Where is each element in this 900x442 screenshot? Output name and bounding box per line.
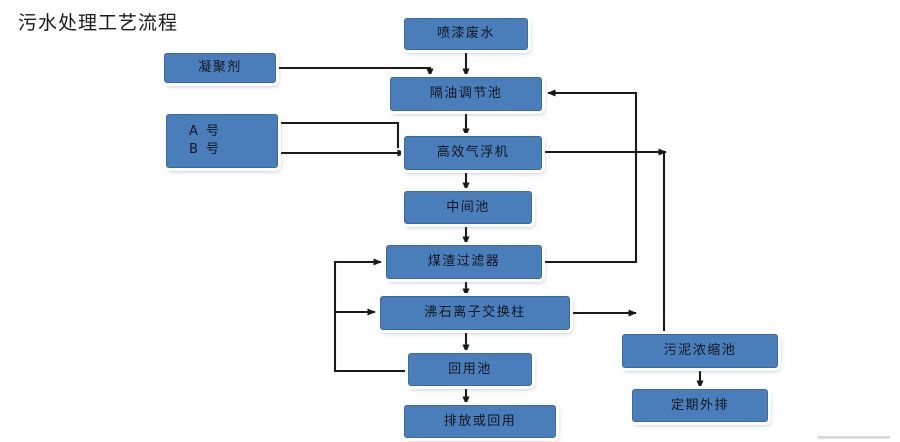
node-zeolite-ion-exchange[interactable]: 沸石离子交换柱 [380, 296, 570, 330]
node-discharge-or-reuse-label: 排放或回用 [443, 413, 517, 429]
edge-coagulant-to-oiltank [279, 66, 434, 77]
node-air-flotation[interactable]: 高效气浮机 [404, 136, 542, 170]
node-dosing-ab[interactable]: A 号 B 号 [166, 114, 278, 168]
node-dosing-b-label: B 号 [189, 142, 222, 157]
node-cinder-filter[interactable]: 煤渣过滤器 [386, 245, 542, 279]
node-intermediate-tank[interactable]: 中间池 [404, 191, 532, 224]
node-cinder-filter-label: 煤渣过滤器 [427, 254, 501, 270]
node-sludge-thickening-tank[interactable]: 污泥浓缩池 [622, 334, 778, 368]
node-periodic-discharge-label: 定期外排 [670, 397, 729, 413]
node-discharge-or-reuse[interactable]: 排放或回用 [404, 405, 556, 438]
node-coagulant[interactable]: 凝聚剂 [164, 53, 276, 83]
node-intermediate-tank-label: 中间池 [446, 199, 490, 215]
edge-dosing-a-to-flotation [281, 121, 400, 148]
node-dosing-a-label: A 号 [189, 124, 222, 140]
node-zeolite-ion-exchange-label: 沸石离子交换柱 [424, 305, 526, 321]
node-oil-separation-tank[interactable]: 隔油调节池 [390, 77, 542, 111]
node-air-flotation-label: 高效气浮机 [436, 145, 510, 161]
node-paint-wastewater[interactable]: 喷漆废水 [404, 18, 528, 50]
bottom-rule-divider [818, 436, 890, 439]
node-sludge-thickening-tank-label: 污泥浓缩池 [663, 343, 737, 359]
page-title: 污水处理工艺流程 [18, 12, 179, 34]
node-oil-separation-tank-label: 隔油调节池 [429, 86, 503, 102]
node-periodic-discharge[interactable]: 定期外排 [632, 389, 768, 422]
edge-cinder-return-to-oiltank [545, 89, 638, 264]
node-reuse-tank[interactable]: 回用池 [408, 353, 532, 386]
node-paint-wastewater-label: 喷漆废水 [436, 26, 495, 42]
node-coagulant-label: 凝聚剂 [198, 60, 242, 76]
node-reuse-tank-label: 回用池 [448, 361, 492, 377]
